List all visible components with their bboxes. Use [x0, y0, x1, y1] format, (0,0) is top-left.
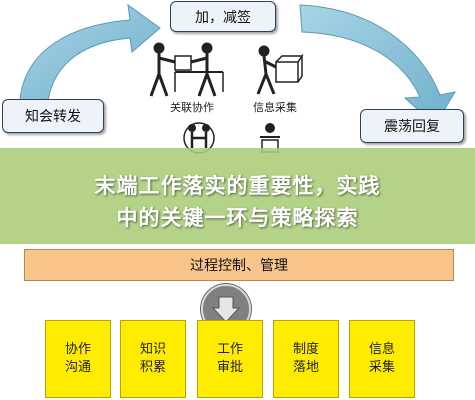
bottom-box-policy: 制度 落地 — [273, 320, 339, 398]
banner-title-line1: 末端工作落实的重要性，实践 — [94, 174, 381, 198]
top-box-label: 加，减签 — [195, 9, 251, 26]
bottom-box-line2: 积累 — [139, 360, 166, 375]
bottom-box-line2: 沟通 — [64, 360, 91, 375]
bottom-box-knowledge: 知识 积累 — [120, 320, 186, 398]
banner-title-line2: 中的关键一环与策略探索 — [116, 206, 359, 230]
people-handing-box-illustration — [149, 42, 224, 97]
person-with-box-illustration — [256, 45, 304, 95]
top-box: 加，减签 — [170, 1, 276, 32]
label-info-collection: 信息采集 — [253, 101, 297, 114]
label-related-collaboration: 关联协作 — [170, 101, 214, 114]
right-box-label: 震荡回复 — [384, 119, 440, 135]
bottom-box-line1: 协作 — [64, 342, 91, 357]
bottom-box-info-collection: 信息 采集 — [349, 320, 415, 398]
process-control-label: 过程控制、管理 — [190, 258, 288, 274]
bottom-box-collaboration: 协作 沟通 — [45, 320, 111, 398]
left-box: 知会转发 — [2, 99, 104, 133]
down-arrow-icon — [211, 296, 241, 323]
bottom-box-line2: 采集 — [368, 360, 395, 375]
bottom-box-line1: 制度 — [292, 342, 319, 357]
bottom-box-line1: 工作 — [216, 342, 243, 357]
bottom-box-line1: 知识 — [139, 342, 166, 357]
right-box: 震荡回复 — [360, 109, 464, 143]
process-control-bar: 过程控制、管理 — [24, 249, 454, 281]
bottom-box-line1: 信息 — [368, 342, 395, 357]
bottom-box-line2: 落地 — [292, 360, 319, 375]
bottom-box-approval: 工作 审批 — [197, 320, 263, 398]
title-banner — [0, 148, 475, 244]
left-box-label: 知会转发 — [25, 109, 81, 125]
bottom-box-line2: 审批 — [216, 360, 243, 375]
arrow-top-to-right — [299, 4, 457, 126]
arrow-left-to-top — [19, 3, 161, 101]
